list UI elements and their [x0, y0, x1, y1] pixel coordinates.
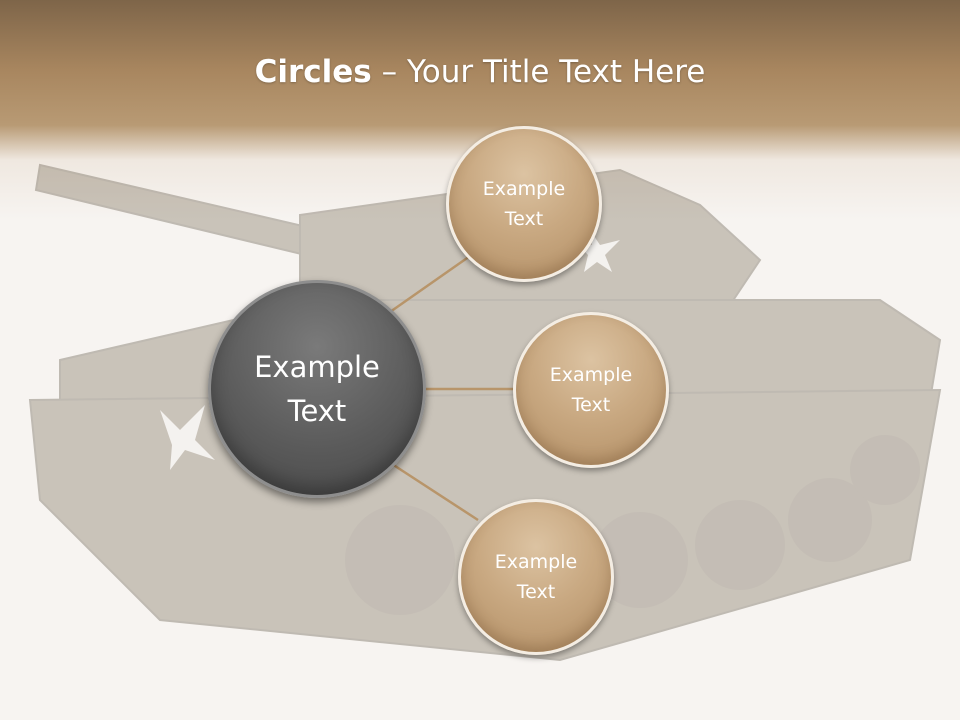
outer-circle-3-line2: Text	[516, 581, 556, 603]
center-circle-line2: Text	[287, 394, 347, 428]
outer-circle-2[interactable]: Example Text	[513, 312, 669, 468]
title-bold: Circles	[254, 54, 372, 90]
outer-circle-2-line1: Example	[549, 364, 633, 386]
connector-line-1	[389, 254, 471, 314]
title-rest: – Your Title Text Here	[371, 54, 706, 90]
slide-title: Circles – Your Title Text Here	[0, 54, 960, 90]
connector-line-3	[391, 462, 479, 522]
outer-circle-1[interactable]: Example Text	[446, 126, 602, 282]
center-circle[interactable]: Example Text	[208, 280, 426, 498]
center-circle-line1: Example	[254, 350, 380, 384]
outer-circle-3[interactable]: Example Text	[458, 499, 614, 655]
outer-circle-1-line2: Text	[504, 208, 544, 230]
outer-circle-3-line1: Example	[494, 551, 578, 573]
outer-circle-1-line1: Example	[482, 178, 566, 200]
outer-circle-2-line2: Text	[571, 394, 611, 416]
